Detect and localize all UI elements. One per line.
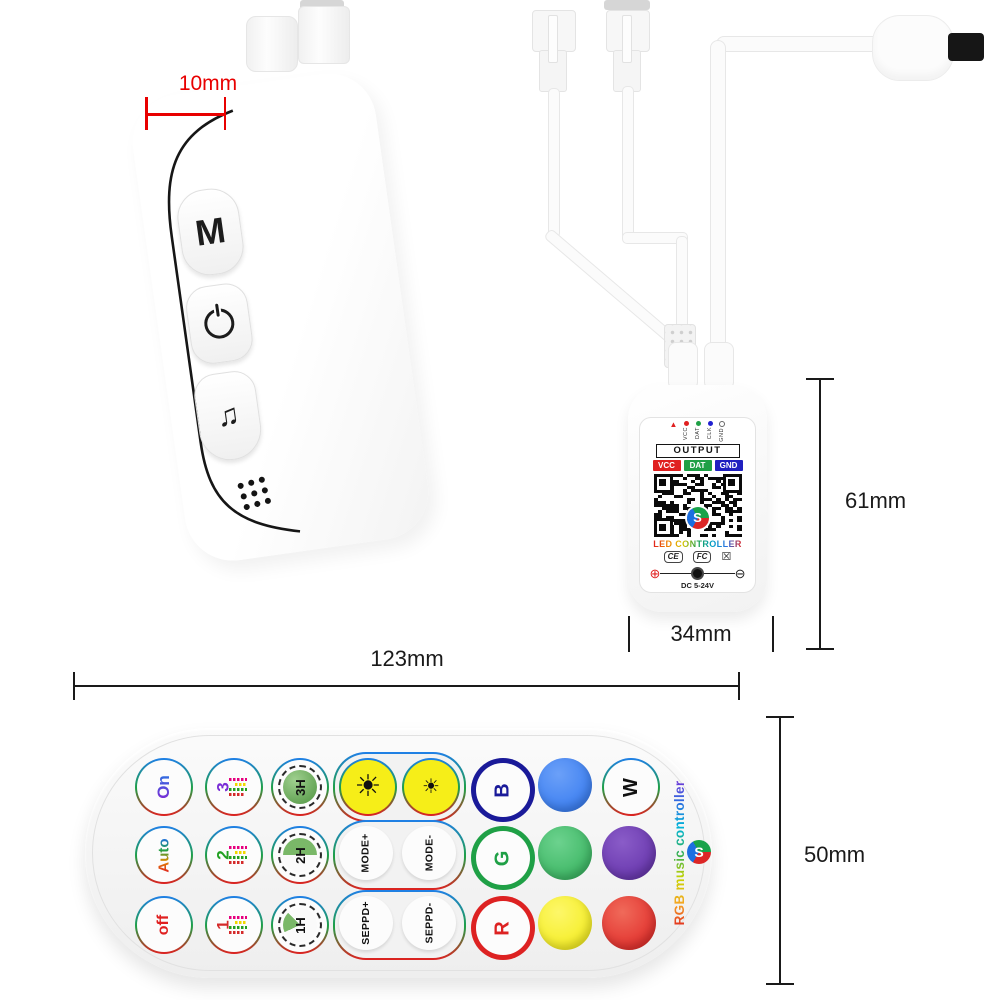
equalizer-icon (229, 914, 249, 936)
wire (543, 228, 676, 344)
pin-dat: DAT (695, 421, 701, 439)
music-controller-body: M ♫ (126, 67, 435, 567)
gnd-terminal-label: GND (714, 459, 743, 471)
brand-logo-icon: S (687, 840, 711, 864)
power-terminals: ⊕ ⊖ (650, 567, 746, 580)
clock-icon: 3H (278, 765, 322, 809)
dimension-tick (772, 616, 774, 652)
vcc-terminal-label: VCC (652, 459, 681, 471)
pin-clk: CLK (707, 421, 713, 439)
color-button-blue[interactable] (538, 758, 592, 812)
power-cable (716, 36, 888, 52)
ce-mark: CE (663, 551, 683, 563)
music-note-icon: ♫ (214, 397, 242, 434)
brand-text: RGB music controller (672, 777, 688, 929)
pin-indicators: ▲ VCC DAT CLK GND (670, 421, 726, 442)
button-panel-outline (167, 109, 301, 533)
equalizer-icon (229, 776, 249, 798)
wire (622, 86, 634, 240)
mode-button-label: M (192, 209, 229, 254)
dimension-line-50mm (766, 716, 794, 985)
auto-button[interactable]: Auto (135, 826, 193, 884)
equalizer-icon (229, 844, 249, 866)
connector-cap (604, 0, 650, 10)
off-button[interactable]: off (135, 896, 193, 954)
app-logo-icon: S (686, 506, 709, 529)
power-icon (202, 306, 237, 341)
music-mode-1-button[interactable]: 1 (205, 896, 263, 954)
qr-code: S (653, 473, 742, 537)
mode-plus-button[interactable]: MODE+ (339, 826, 393, 880)
pin-vcc: VCC (683, 421, 689, 440)
dimension-line-10mm (145, 99, 226, 128)
sun-dim-icon: ☀ (354, 770, 382, 803)
brightness-down-button[interactable]: ☀ (339, 758, 397, 816)
dimension-label-34mm: 34mm (670, 621, 732, 646)
plus-terminal-icon: ⊕ (649, 566, 661, 581)
port-stub (704, 342, 734, 390)
clock-icon: 1H (278, 903, 322, 947)
speed-minus-button[interactable]: SEPPD- (402, 896, 456, 950)
brightness-up-button[interactable]: ☀ (402, 758, 460, 816)
qr-finder (653, 518, 673, 537)
blue-channel-button[interactable]: B (471, 758, 535, 822)
pin-gnd: GND (719, 421, 726, 442)
minus-terminal-icon: ⊖ (734, 566, 746, 581)
dimension-line-123mm (73, 672, 740, 700)
wire (548, 88, 560, 238)
arrow-indicator-icon: ▲ (669, 420, 678, 429)
power-button[interactable] (183, 280, 256, 367)
mode-minus-button[interactable]: MODE- (402, 826, 456, 880)
weee-bin-icon: ☒ (721, 550, 732, 563)
white-button[interactable]: W (602, 758, 660, 816)
dc-socket-icon (691, 567, 704, 580)
sun-bright-icon: ☀ (422, 776, 440, 798)
on-button[interactable]: On (135, 758, 193, 816)
dimension-label-123mm: 123mm (370, 646, 444, 671)
color-button-green[interactable] (538, 826, 592, 880)
fcc-mark: FC (692, 551, 712, 563)
wire (676, 236, 688, 336)
cable-stub (246, 16, 298, 72)
dimension-line-61mm (806, 378, 834, 650)
music-mode-2-button[interactable]: 2 (205, 826, 263, 884)
terminal-labels: VCC DAT GND (652, 459, 743, 471)
green-channel-button[interactable]: G (471, 826, 535, 890)
dimension-label-50mm: 50mm (804, 842, 866, 867)
music-mode-3-button[interactable]: 3 (205, 758, 263, 816)
power-cable (710, 40, 726, 352)
dc-plug-tip (948, 33, 984, 61)
color-button-purple[interactable] (602, 826, 656, 880)
controller-label-area: ▲ VCC DAT CLK GND OUTPUT (639, 417, 756, 593)
dimension-tick (628, 616, 630, 652)
rgb-remote: On 3 3H ☀ ☀ B W Auto 2 2H (85, 728, 712, 978)
red-channel-button[interactable]: R (471, 896, 535, 960)
timer-3h-button[interactable]: 3H (271, 758, 329, 816)
dimension-label-10mm: 10mm (178, 72, 238, 95)
product-label: LED CONTROLLER (653, 539, 742, 549)
clock-icon: 2H (278, 833, 322, 877)
mini-led-controller: ▲ VCC DAT CLK GND OUTPUT (628, 385, 767, 612)
certification-marks: CE FC ☒ (663, 550, 732, 563)
qr-finder (653, 473, 673, 493)
color-button-yellow[interactable] (538, 896, 592, 950)
speed-plus-button[interactable]: SEPPD+ (339, 896, 393, 950)
output-label: OUTPUT (655, 443, 740, 458)
color-button-red[interactable] (602, 896, 656, 950)
port-stub (668, 342, 698, 390)
strip-connector (298, 6, 350, 64)
timer-1h-button[interactable]: 1H (271, 896, 329, 954)
timer-2h-button[interactable]: 2H (271, 826, 329, 884)
dc-plug (872, 15, 954, 81)
dat-terminal-label: DAT (683, 459, 712, 471)
dimension-label-61mm: 61mm (845, 488, 907, 513)
power-rating: DC 5-24V (681, 581, 714, 590)
qr-finder (722, 473, 742, 493)
